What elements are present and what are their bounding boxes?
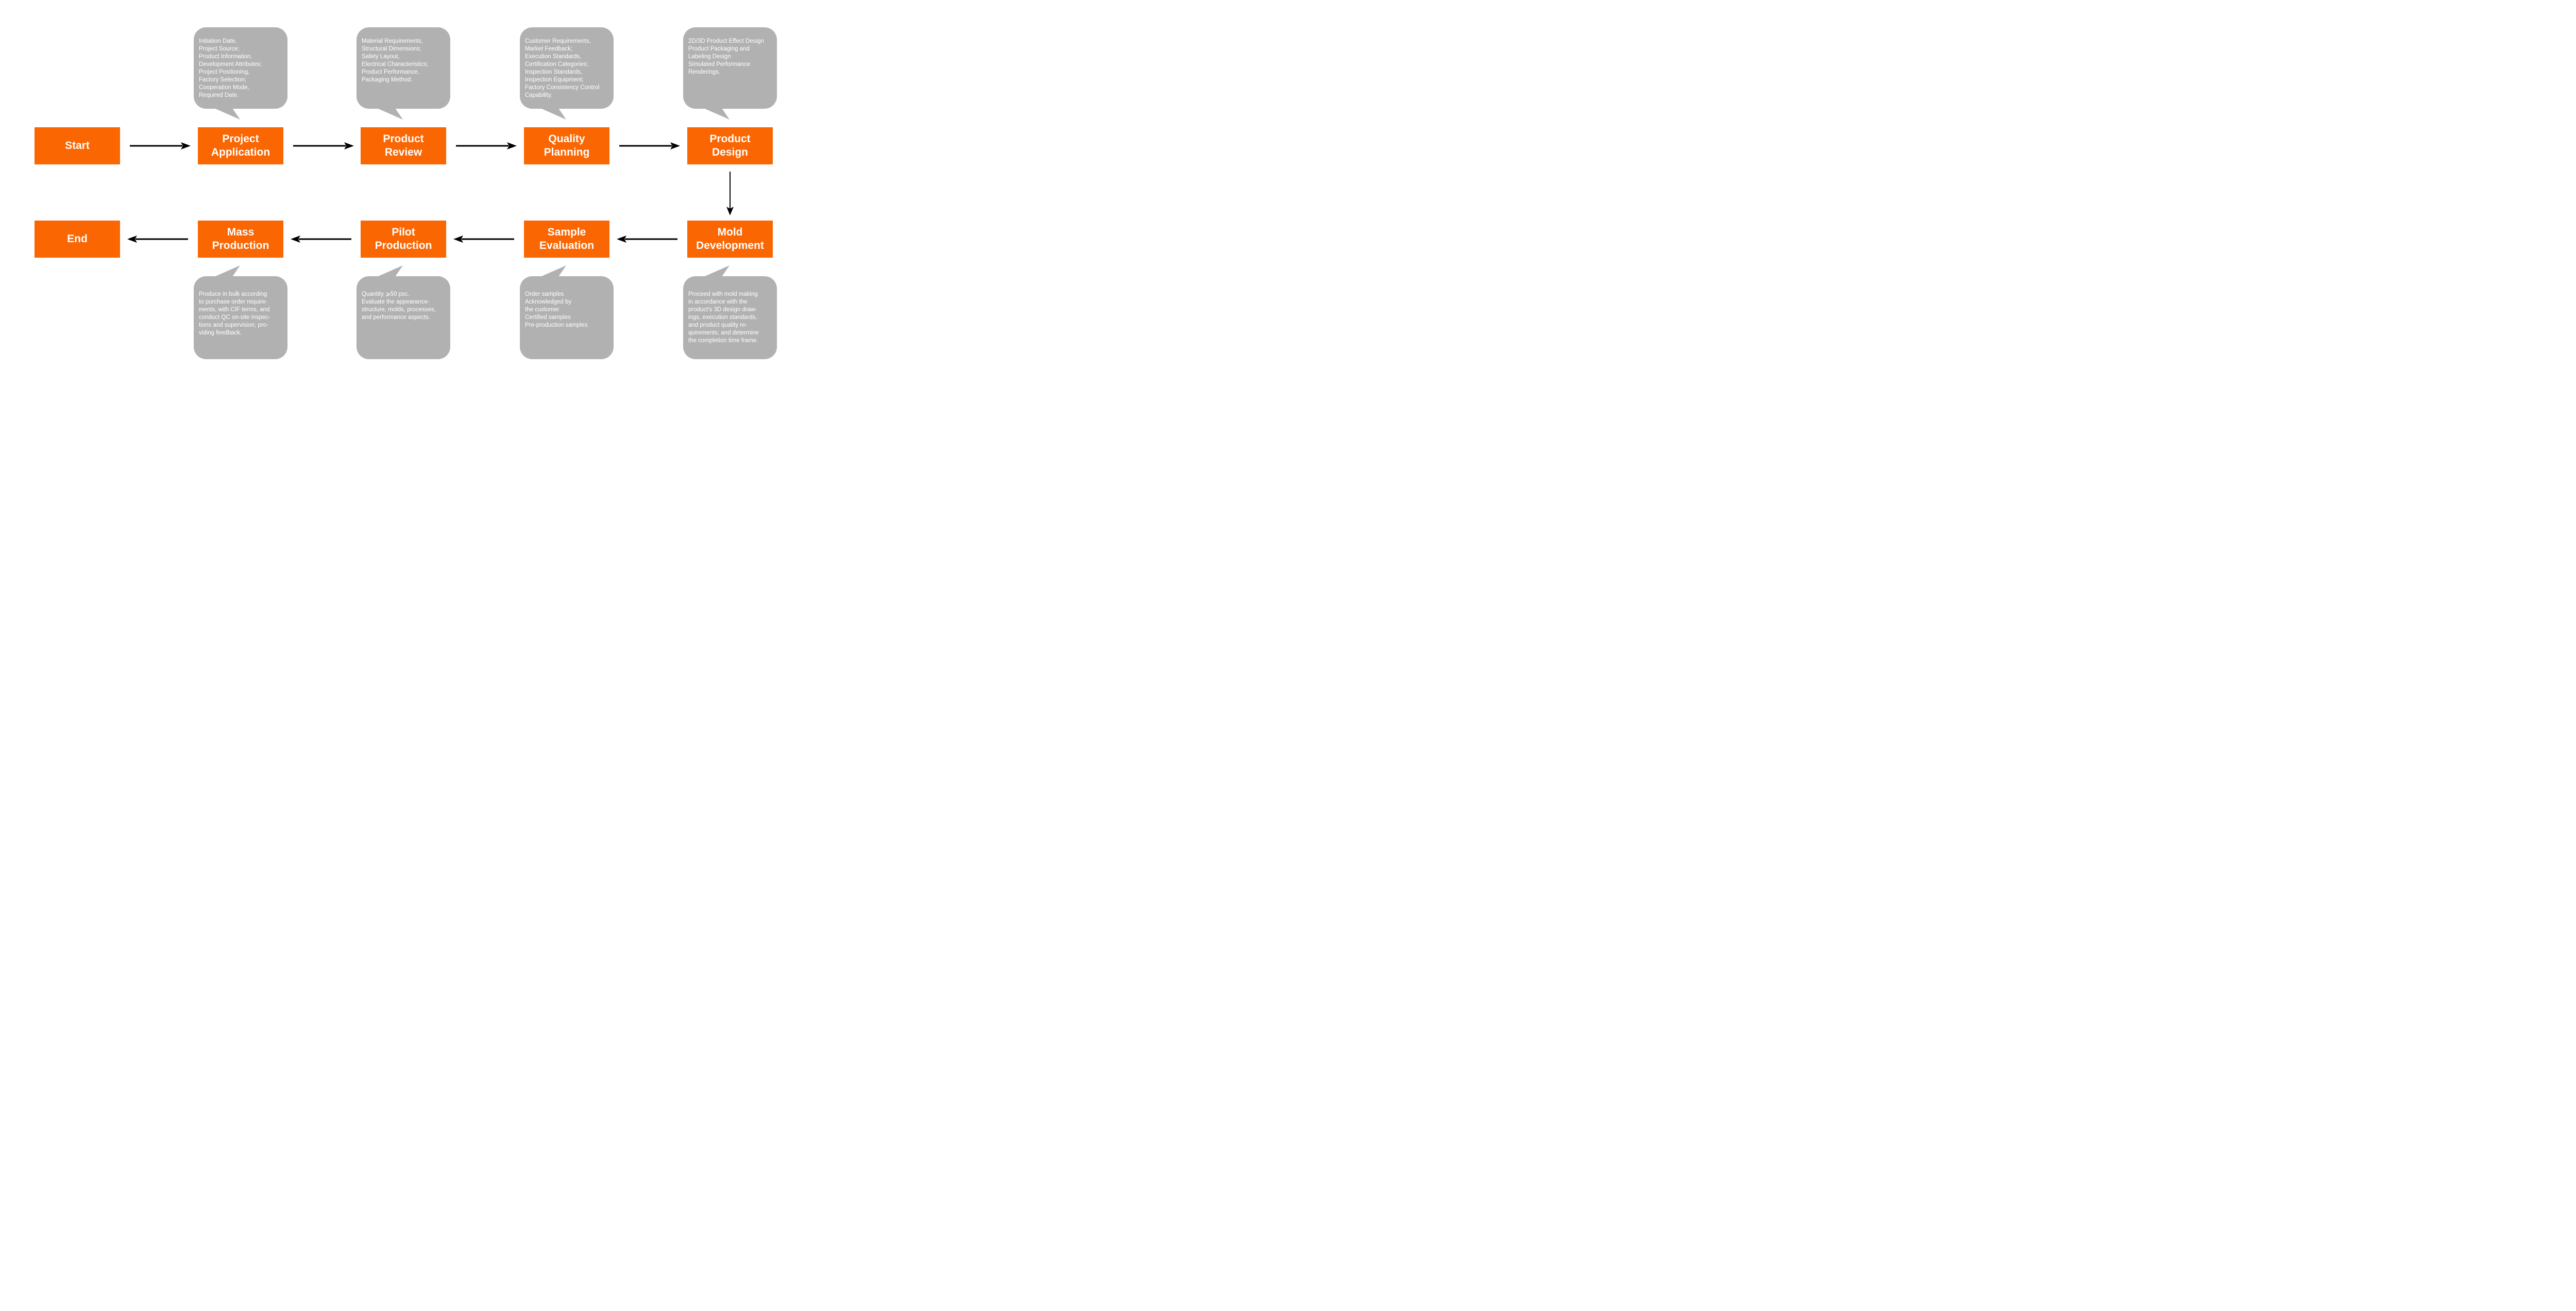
callout-pilot-production: Quantity ⩾50 psc. Evaluate the appearanc… bbox=[357, 265, 450, 359]
callout-product-review-text: Material Requirements, Structural Dimens… bbox=[362, 38, 429, 83]
arrow-project-application-to-product-review-icon bbox=[293, 142, 354, 149]
arrow-product-design-to-mold-development-icon bbox=[726, 172, 734, 215]
callout-project-application: Initiation Date, Project Source; Product… bbox=[194, 27, 287, 120]
arrow-quality-planning-to-product-design-icon bbox=[619, 142, 680, 149]
callout-tail-icon bbox=[704, 265, 730, 277]
node-pilot-production: Pilot Production bbox=[361, 221, 446, 258]
callout-product-design: 2D/3D Product Effect Design Product Pack… bbox=[683, 27, 777, 120]
node-project-application: Project Application bbox=[198, 127, 283, 164]
node-product-review: Product Review bbox=[361, 127, 446, 164]
node-mass-production: Mass Production bbox=[198, 221, 283, 258]
callout-sample-evaluation-text: Order samples Acknowledged by the custom… bbox=[525, 291, 588, 328]
callout-tail-icon bbox=[704, 108, 730, 120]
callout-tail-icon bbox=[377, 265, 403, 277]
arrow-product-review-to-quality-planning-icon bbox=[456, 142, 517, 149]
callout-mass-production: Produce in bulk according to purchase or… bbox=[194, 265, 287, 359]
node-quality-planning: Quality Planning bbox=[524, 127, 609, 164]
node-start: Start bbox=[35, 127, 120, 164]
callout-project-application-text: Initiation Date, Project Source; Product… bbox=[199, 38, 262, 98]
callout-mold-development-text: Proceed with mold making in accordance w… bbox=[688, 291, 759, 344]
callout-sample-evaluation: Order samples Acknowledged by the custom… bbox=[520, 265, 614, 359]
callout-tail-icon bbox=[377, 108, 403, 120]
arrow-mass-production-to-end-icon bbox=[127, 236, 188, 243]
callout-tail-icon bbox=[540, 108, 566, 120]
arrow-sample-evaluation-to-pilot-production-icon bbox=[453, 236, 514, 243]
callout-tail-icon bbox=[214, 265, 240, 277]
node-sample-evaluation: Sample Evaluation bbox=[524, 221, 609, 258]
arrow-pilot-production-to-mass-production-icon bbox=[291, 236, 351, 243]
callout-tail-icon bbox=[540, 265, 566, 277]
callout-quality-planning-text: Customer Requirements, Market Feedback; … bbox=[525, 38, 600, 98]
callout-mass-production-text: Produce in bulk according to purchase or… bbox=[199, 291, 270, 336]
node-product-design: Product Design bbox=[687, 127, 773, 164]
arrow-mold-development-to-sample-evaluation-icon bbox=[617, 236, 677, 243]
callout-quality-planning: Customer Requirements, Market Feedback; … bbox=[520, 27, 614, 120]
callout-mold-development: Proceed with mold making in accordance w… bbox=[683, 265, 777, 359]
node-end: End bbox=[35, 221, 120, 258]
callout-product-review: Material Requirements, Structural Dimens… bbox=[357, 27, 450, 120]
callout-pilot-production-text: Quantity ⩾50 psc. Evaluate the appearanc… bbox=[362, 291, 436, 321]
callout-product-design-text: 2D/3D Product Effect Design Product Pack… bbox=[688, 38, 764, 75]
flowchart-canvas: Initiation Date, Project Source; Product… bbox=[0, 0, 808, 385]
callout-tail-icon bbox=[214, 108, 240, 120]
node-mold-development: Mold Development bbox=[687, 221, 773, 258]
arrow-start-to-project-application-icon bbox=[130, 142, 191, 149]
